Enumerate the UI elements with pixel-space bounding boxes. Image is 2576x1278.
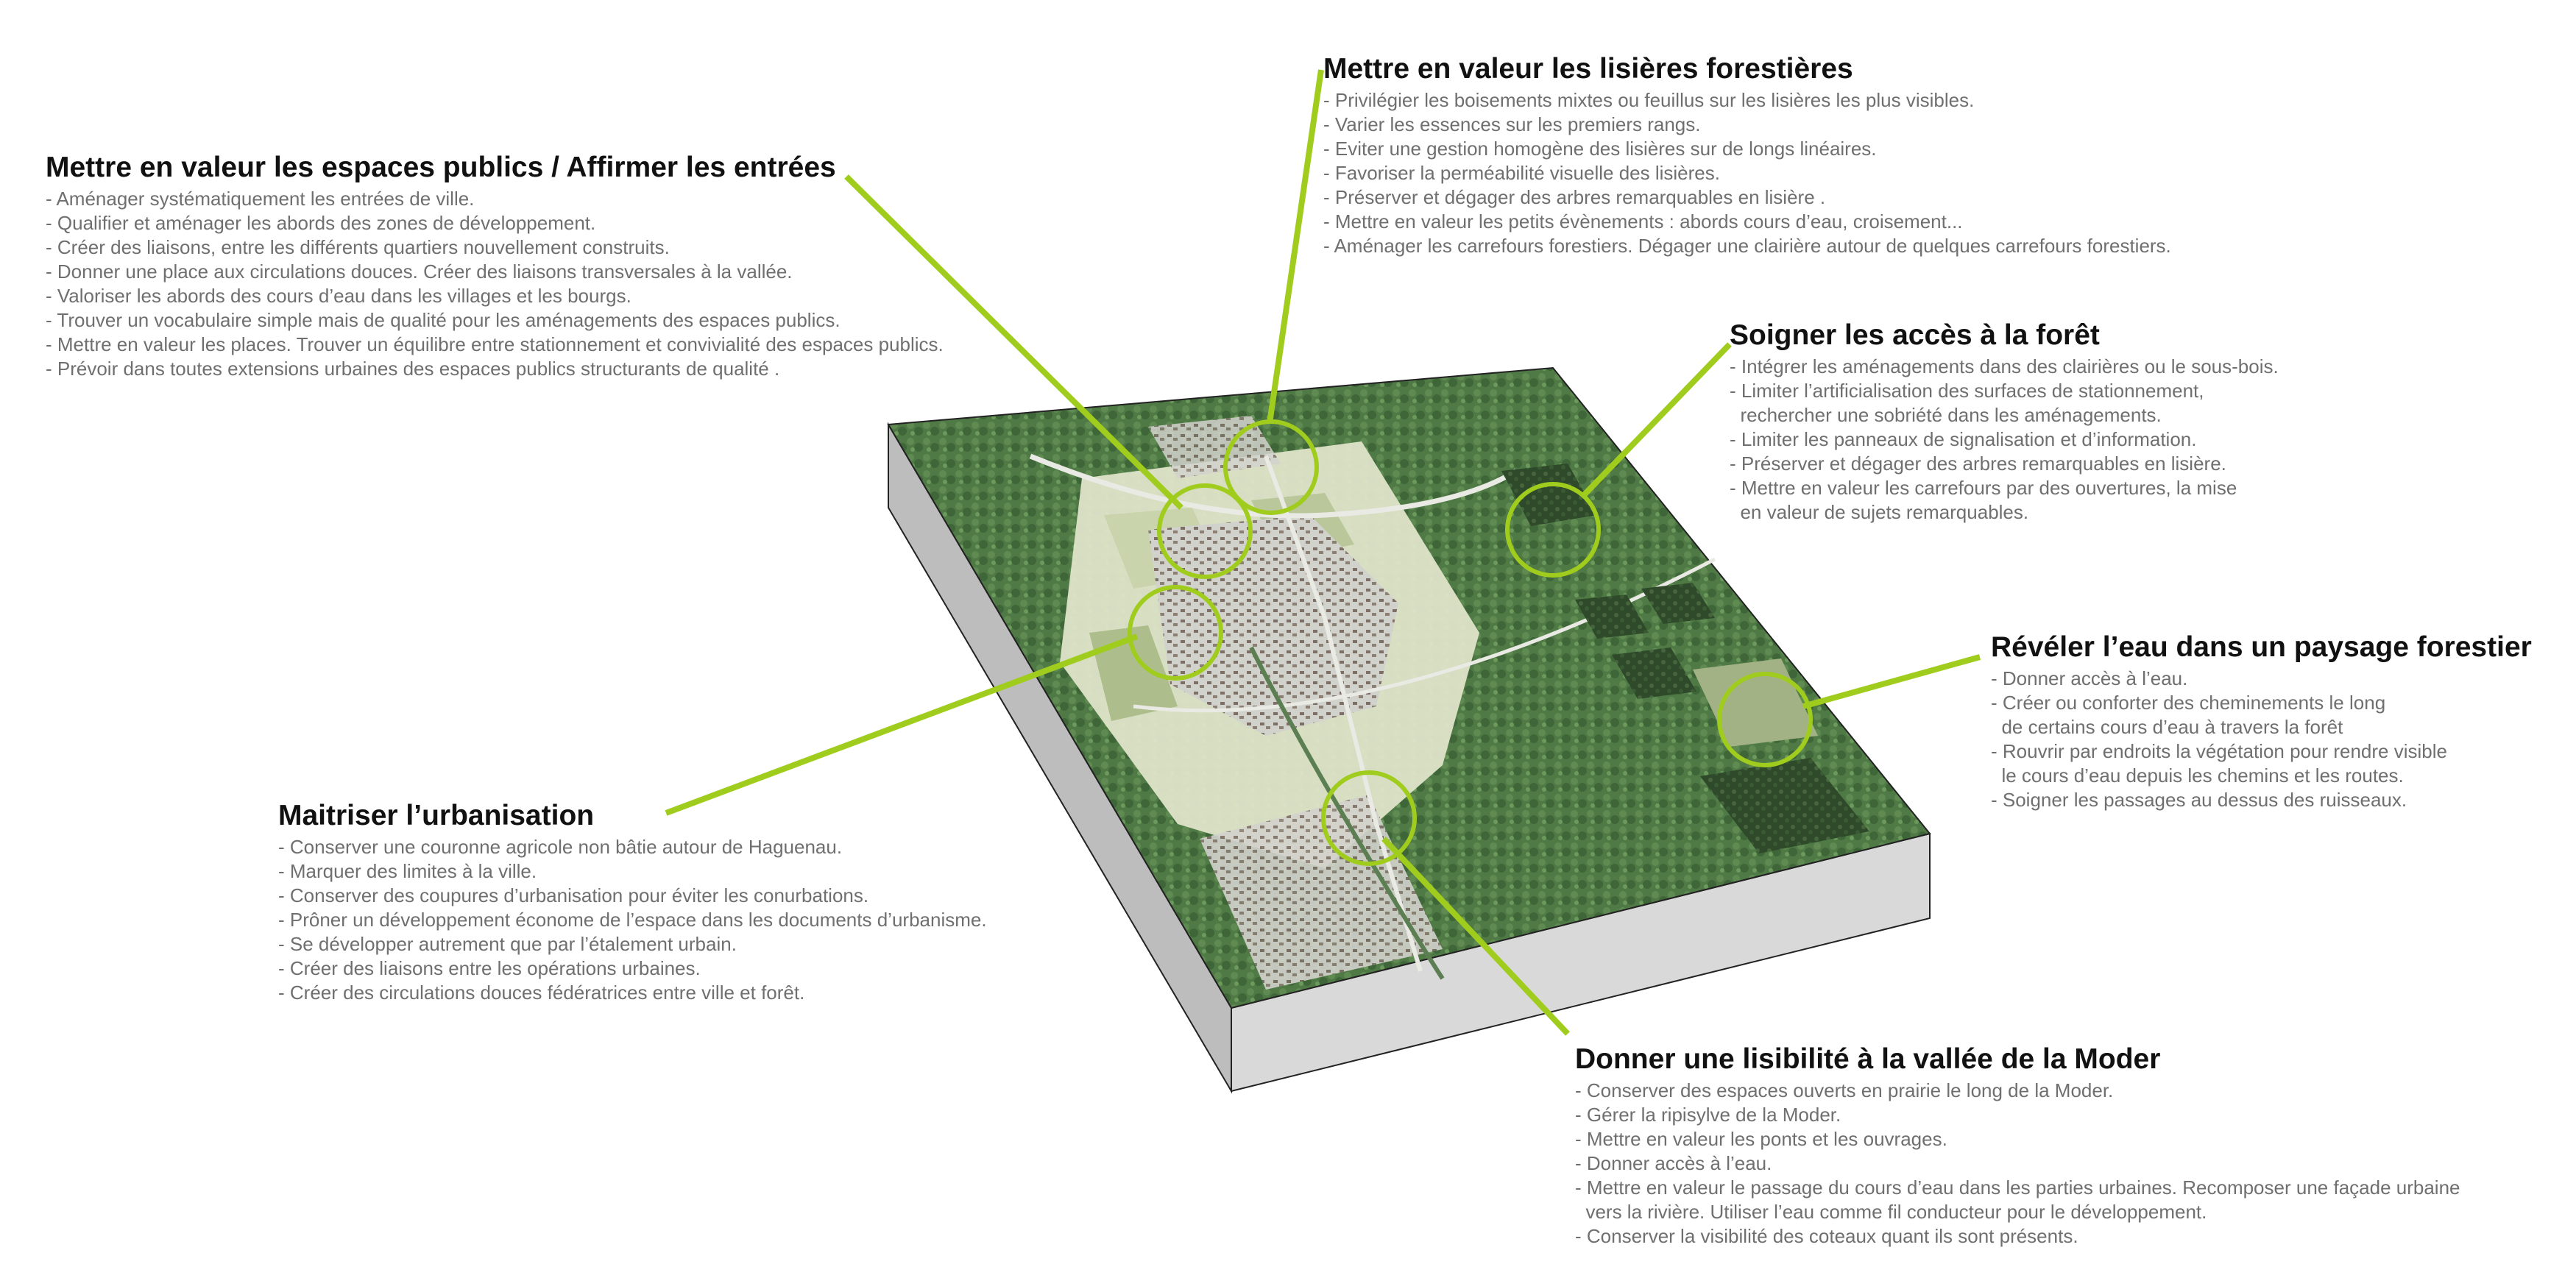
- callout-item: - Eviter une gestion homogène des lisièr…: [1323, 138, 1877, 160]
- callout-item: - Mettre en valeur les carrefours par de…: [1730, 477, 2237, 499]
- callout-item: - Mettre en valeur les ponts et les ouvr…: [1575, 1128, 1947, 1150]
- callout-item: - Gérer la ripisylve de la Moder.: [1575, 1104, 1841, 1126]
- circle-eau: [1717, 672, 1813, 767]
- callout-item: - Prôner un développement économe de l’e…: [278, 909, 987, 931]
- callout-item: - Trouver un vocabulaire simple mais de …: [46, 309, 841, 331]
- callout-urbanisation: Maitriser l’urbanisation - Conserver une…: [278, 800, 987, 1005]
- callout-title: Donner une lisibilité à la vallée de la …: [1575, 1043, 2161, 1075]
- callout-item: - Marquer des limites à la ville.: [278, 860, 537, 882]
- callout-item: - Préserver et dégager des arbres remarq…: [1323, 186, 1826, 208]
- callout-item: - Varier les essences sur les premiers r…: [1323, 113, 1701, 135]
- callout-item: - Créer des liaisons, entre les différen…: [46, 236, 670, 258]
- callout-item: - Aménager les carrefours forestiers. Dé…: [1323, 235, 2171, 257]
- callout-item: - Limiter les panneaux de signalisation …: [1730, 428, 2197, 450]
- callout-eau-foret: Révéler l’eau dans un paysage forestier …: [1991, 631, 2532, 812]
- urban-core: [1148, 515, 1398, 736]
- callout-circles: [1128, 419, 1813, 866]
- circle-lisieres: [1223, 419, 1319, 515]
- callout-item: - Mettre en valeur le passage du cours d…: [1575, 1176, 2460, 1199]
- callout-item: de certains cours d’eau à travers la for…: [1991, 716, 2343, 738]
- callout-item: - Aménager systématiquement les entrées …: [46, 188, 475, 210]
- circle-acces-foret: [1505, 482, 1601, 578]
- callout-item: - Privilégier les boisements mixtes ou f…: [1323, 89, 1975, 111]
- callout-item: - Valoriser les abords des cours d’eau d…: [46, 285, 631, 307]
- callout-acces-foret: Soigner les accès à la forêt - Intégrer …: [1730, 319, 2279, 525]
- callout-item: - Soigner les passages au dessus des rui…: [1991, 789, 2407, 811]
- callout-item: - Donner une place aux circulations douc…: [46, 260, 793, 283]
- callout-item: - Rouvrir par endroits la végétation pou…: [1991, 740, 2447, 762]
- callout-item: - Conserver une couronne agricole non bâ…: [278, 836, 843, 858]
- callout-item: - Créer des circulations douces fédératr…: [278, 981, 805, 1004]
- callout-item: - Se développer autrement que par l’étal…: [278, 933, 737, 955]
- callout-item: vers la rivière. Utiliser l’eau comme fi…: [1575, 1201, 2207, 1223]
- circle-moder: [1321, 770, 1417, 866]
- callout-item: - Mettre en valeur les petits évènements…: [1323, 210, 1963, 232]
- callout-item: rechercher une sobriété dans les aménage…: [1730, 404, 2162, 426]
- circle-entrees: [1157, 483, 1253, 579]
- callout-title: Soigner les accès à la forêt: [1730, 319, 2100, 351]
- callout-espaces-publics: Mettre en valeur les espaces publics / A…: [46, 152, 944, 381]
- callout-lisieres: Mettre en valeur les lisières forestière…: [1323, 53, 2171, 258]
- callout-item: - Limiter l’artificialisation des surfac…: [1730, 380, 2204, 402]
- callout-title: Mettre en valeur les lisières forestière…: [1323, 53, 1853, 85]
- callout-item: - Qualifier et aménager les abords des z…: [46, 212, 596, 234]
- callout-title: Révéler l’eau dans un paysage forestier: [1991, 631, 2532, 663]
- callout-item: - Créer ou conforter des cheminements le…: [1991, 692, 2386, 714]
- callout-item: - Conserver la visibilité des coteaux qu…: [1575, 1225, 2078, 1247]
- callout-item: - Intégrer les aménagements dans des cla…: [1730, 355, 2279, 377]
- callout-title: Maitriser l’urbanisation: [278, 800, 595, 831]
- callout-item: - Donner accès à l’eau.: [1991, 667, 2188, 689]
- callout-item: - Conserver des coupures d’urbanisation …: [278, 884, 869, 906]
- callout-item: - Mettre en valeur les places. Trouver u…: [46, 333, 944, 355]
- callout-item: en valeur de sujets remarquables.: [1730, 501, 2029, 523]
- callout-item: - Préserver et dégager des arbres remarq…: [1730, 452, 2226, 475]
- callout-item: le cours d’eau depuis les chemins et les…: [1991, 764, 2404, 787]
- callout-item: - Favoriser la perméabilité visuelle des…: [1323, 162, 1720, 184]
- callout-item: - Prévoir dans toutes extensions urbaine…: [46, 358, 780, 380]
- callout-lines: [665, 69, 1981, 1036]
- callout-title: Mettre en valeur les espaces publics / A…: [46, 152, 836, 183]
- callout-moder: Donner une lisibilité à la vallée de la …: [1575, 1043, 2460, 1249]
- callout-item: - Créer des liaisons entre les opération…: [278, 957, 701, 979]
- callout-item: - Donner accès à l’eau.: [1575, 1152, 1772, 1174]
- callout-item: - Conserver des espaces ouverts en prair…: [1575, 1079, 2114, 1101]
- circle-urbanisation: [1128, 585, 1223, 681]
